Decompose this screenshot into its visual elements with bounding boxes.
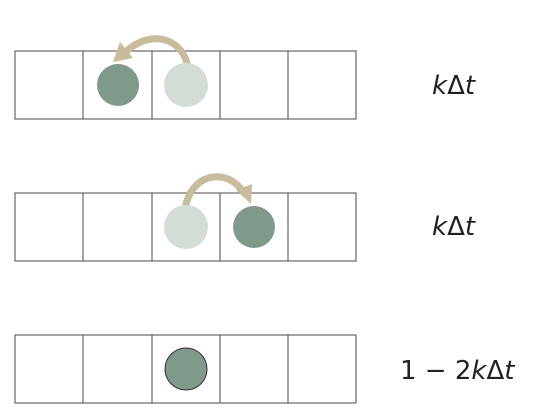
row-stay: 1 − 2kΔt [14, 334, 515, 404]
symbol-k: k [471, 356, 487, 386]
hop-arrow-left [119, 35, 191, 67]
symbol-delta: Δ [486, 356, 504, 386]
arrowhead [113, 42, 133, 62]
probability-label: kΔt [432, 71, 476, 101]
particle [164, 347, 208, 391]
row-hop-left: kΔt [14, 35, 476, 120]
lattice-cell [14, 334, 84, 404]
symbol-delta: Δ [447, 212, 465, 242]
symbol-t: t [465, 71, 476, 101]
particle [97, 64, 139, 106]
lattice-cell [219, 334, 289, 404]
lattice-cell [287, 192, 357, 262]
lattice-cell [219, 50, 289, 120]
row-hop-right: kΔt [14, 173, 476, 262]
lattice-cell [14, 50, 84, 120]
prefix: 1 − 2 [400, 356, 471, 386]
lattice-cell [82, 192, 153, 262]
lattice-cell [287, 334, 357, 404]
lattice-cell [151, 334, 221, 404]
symbol-t: t [465, 212, 476, 242]
symbol-t: t [504, 356, 515, 386]
hop-arrow-right [182, 173, 247, 208]
lattice-cell [82, 334, 153, 404]
ghost-particle [164, 63, 208, 107]
lattice-row [14, 334, 357, 404]
probability-label: kΔt [432, 212, 476, 242]
ghost-particle [164, 205, 208, 249]
symbol-k: k [432, 71, 448, 101]
arrowhead [236, 184, 252, 204]
symbol-k: k [432, 212, 448, 242]
lattice-cell [287, 50, 357, 120]
symbol-delta: Δ [447, 71, 465, 101]
lattice-cell [14, 192, 84, 262]
particle [233, 206, 275, 248]
probability-label: 1 − 2kΔt [400, 356, 515, 386]
